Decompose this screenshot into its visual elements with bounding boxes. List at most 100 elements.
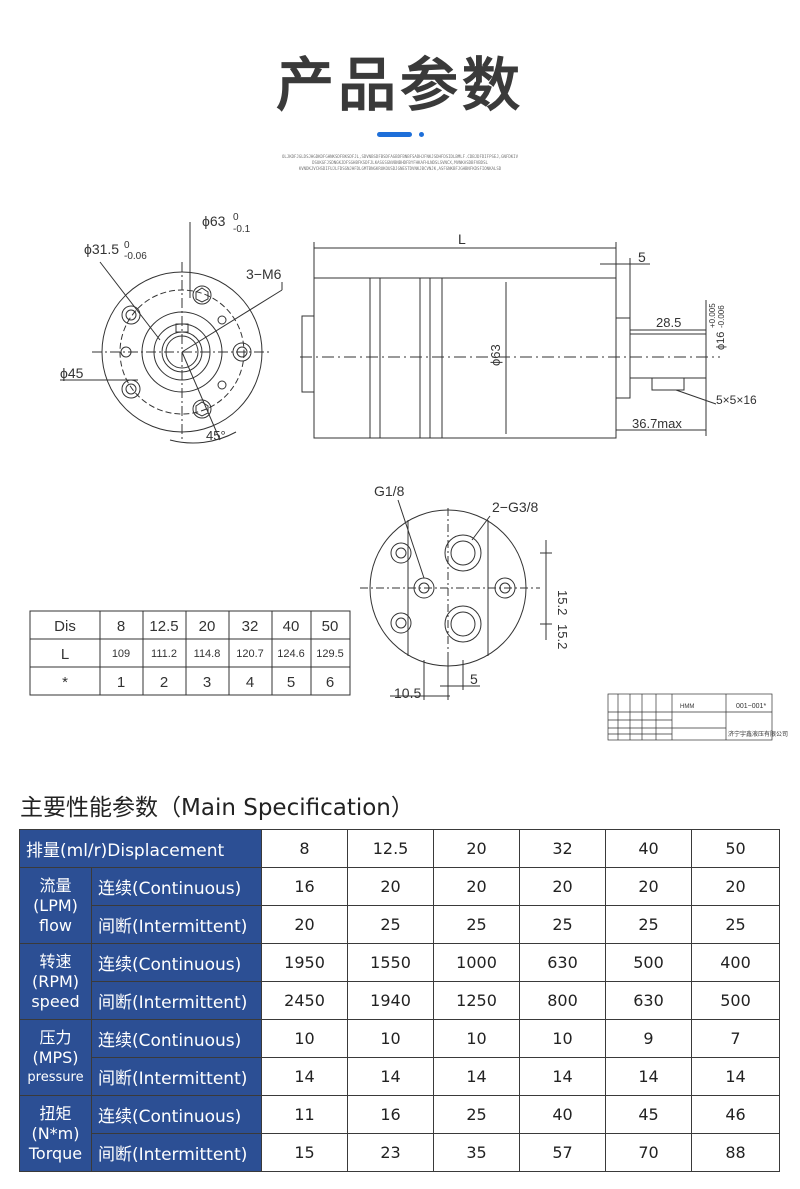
dim-side-key: 5×5×16 bbox=[716, 393, 757, 407]
table-cell: 25 bbox=[605, 905, 693, 944]
table-cell: 32 bbox=[519, 829, 607, 868]
subtext-line: OLJKDFJGLDSJHGDKDFGHNKSDFBKSDFJL,SDVNBSD… bbox=[281, 154, 518, 159]
group-line: flow bbox=[39, 915, 72, 935]
dis-cell: 111.2 bbox=[151, 648, 177, 660]
dim-side-shaft-dia: ϕ16 bbox=[715, 332, 727, 350]
dim-front-d63-sub: -0.1 bbox=[233, 224, 251, 235]
table-cell: 630 bbox=[519, 943, 607, 982]
dis-cell: 124.6 bbox=[277, 648, 305, 660]
displacement-label: 排量(ml/r)Displacement bbox=[18, 829, 263, 868]
dim-side-max: 36.7max bbox=[632, 416, 682, 431]
dis-cell: 1 bbox=[117, 674, 125, 691]
group-line: 流量 bbox=[39, 875, 72, 895]
table-cell: 500 bbox=[691, 981, 781, 1020]
group-line: 压力 bbox=[39, 1027, 72, 1047]
group-line: 转速 bbox=[39, 951, 72, 971]
table-cell: 25 bbox=[347, 905, 435, 944]
title-block-number: 001−001* bbox=[736, 703, 766, 710]
table-cell: 25 bbox=[433, 1095, 521, 1134]
table-cell: 12.5 bbox=[347, 829, 435, 868]
specification-table: 排量(ml/r)Displacement 8 12.5 20 32 40 50 … bbox=[18, 829, 781, 1172]
group-line: pressure bbox=[27, 1069, 84, 1085]
table-cell: 1940 bbox=[347, 981, 435, 1020]
table-cell: 20 bbox=[433, 829, 521, 868]
table-cell: 50 bbox=[691, 829, 781, 868]
group-line: Torque bbox=[28, 1143, 83, 1163]
table-cell: 10 bbox=[433, 1019, 521, 1058]
dis-cell: 40 bbox=[283, 618, 300, 635]
table-row: 间断(Intermittent) 20 25 25 25 25 25 bbox=[20, 905, 781, 944]
subtext-line: KVNDKJVCHSDIFUJLFDSGNJHFDLGMTBNGKRUKOUSD… bbox=[298, 166, 502, 171]
dis-cell: 5 bbox=[287, 674, 295, 691]
speed-group-label: 转速 (RPM) speed bbox=[19, 943, 92, 1020]
table-cell: 1550 bbox=[347, 943, 435, 982]
table-cell: 20 bbox=[691, 867, 781, 906]
dis-cell: 3 bbox=[203, 674, 211, 691]
table-cell: 14 bbox=[605, 1057, 693, 1096]
dis-cell: 20 bbox=[199, 618, 216, 635]
title-block-company: 济宁宇鑫液压有限公司 bbox=[728, 730, 788, 738]
dis-cell: 2 bbox=[160, 674, 168, 691]
table-cell: 8 bbox=[261, 829, 349, 868]
dis-cell: 129.5 bbox=[316, 648, 344, 660]
dis-cell: 8 bbox=[117, 618, 125, 635]
dim-front-d63-tol: 0 bbox=[233, 212, 239, 223]
continuous-label: 连续(Continuous) bbox=[90, 1095, 263, 1134]
table-cell: 20 bbox=[519, 867, 607, 906]
table-cell: 2450 bbox=[261, 981, 349, 1020]
group-line: (MPS) bbox=[32, 1047, 79, 1067]
side-view bbox=[300, 242, 720, 439]
table-cell: 88 bbox=[691, 1133, 781, 1172]
table-cell: 40 bbox=[605, 829, 693, 868]
group-line: (LPM) bbox=[33, 895, 78, 915]
intermittent-label: 间断(Intermittent) bbox=[90, 1133, 263, 1172]
dis-cell: 12.5 bbox=[149, 618, 178, 635]
dis-cell: 109 bbox=[112, 648, 130, 660]
dim-front-d45: ϕ45 bbox=[60, 365, 84, 381]
table-cell: 15 bbox=[261, 1133, 349, 1172]
dis-cell: 6 bbox=[326, 674, 334, 691]
table-cell: 500 bbox=[605, 943, 693, 982]
dim-side-shaft-tol: +0.005 bbox=[708, 303, 717, 328]
dim-side-shaft-length: 28.5 bbox=[656, 315, 681, 330]
decorative-subtext: OLJKDFJGLDSJHGDKDFGHNKSDFBKSDFJL,SDVNBSD… bbox=[0, 154, 800, 172]
table-row: 间断(Intermittent) 14 14 14 14 14 14 bbox=[20, 1057, 781, 1096]
table-cell: 10 bbox=[519, 1019, 607, 1058]
table-cell: 16 bbox=[261, 867, 349, 906]
dim-port-g18: G1/8 bbox=[374, 483, 405, 499]
dis-table bbox=[29, 610, 351, 696]
table-cell: 800 bbox=[519, 981, 607, 1020]
dis-cell: * bbox=[62, 674, 68, 691]
dis-cell: Dis bbox=[54, 618, 76, 635]
table-cell: 40 bbox=[519, 1095, 607, 1134]
table-cell: 20 bbox=[433, 867, 521, 906]
table-cell: 45 bbox=[605, 1095, 693, 1134]
table-cell: 11 bbox=[261, 1095, 349, 1134]
dim-port-g38: 2−G3/8 bbox=[492, 499, 539, 515]
dim-port-152a: 15.2 bbox=[555, 590, 570, 615]
pressure-group-label: 压力 (MPS) pressure bbox=[19, 1019, 92, 1096]
table-cell: 25 bbox=[433, 905, 521, 944]
table-cell: 1000 bbox=[433, 943, 521, 982]
table-row: 排量(ml/r)Displacement 8 12.5 20 32 40 50 bbox=[18, 829, 781, 868]
dim-port-152b: 15.2 bbox=[555, 624, 570, 649]
table-cell: 14 bbox=[261, 1057, 349, 1096]
dis-cell: L bbox=[61, 646, 69, 663]
subtext-line: DSUKGFJSDNGKJDFSGHBFKSDFJLKASGSGNVBNBHDF… bbox=[312, 160, 488, 165]
dim-side-phi63: ϕ63 bbox=[488, 344, 503, 366]
intermittent-label: 间断(Intermittent) bbox=[90, 981, 263, 1020]
group-line: speed bbox=[31, 991, 80, 1011]
dis-table-text: Dis 8 12.5 20 32 40 50 L 109 111.2 114.8… bbox=[54, 618, 344, 691]
dim-port-5: 5 bbox=[470, 671, 478, 687]
dim-front-d63: ϕ63 bbox=[202, 213, 226, 229]
table-cell: 10 bbox=[261, 1019, 349, 1058]
table-cell: 7 bbox=[691, 1019, 781, 1058]
page-title: 产品参数 bbox=[275, 51, 524, 119]
dis-cell: 4 bbox=[246, 674, 254, 691]
dim-front-m6: 3−M6 bbox=[246, 266, 282, 282]
dis-cell: 50 bbox=[322, 618, 339, 635]
continuous-label: 连续(Continuous) bbox=[90, 943, 263, 982]
dim-front-d315: ϕ31.5 bbox=[84, 241, 119, 257]
dim-port-105: 10.5 bbox=[394, 685, 421, 701]
table-cell: 46 bbox=[691, 1095, 781, 1134]
